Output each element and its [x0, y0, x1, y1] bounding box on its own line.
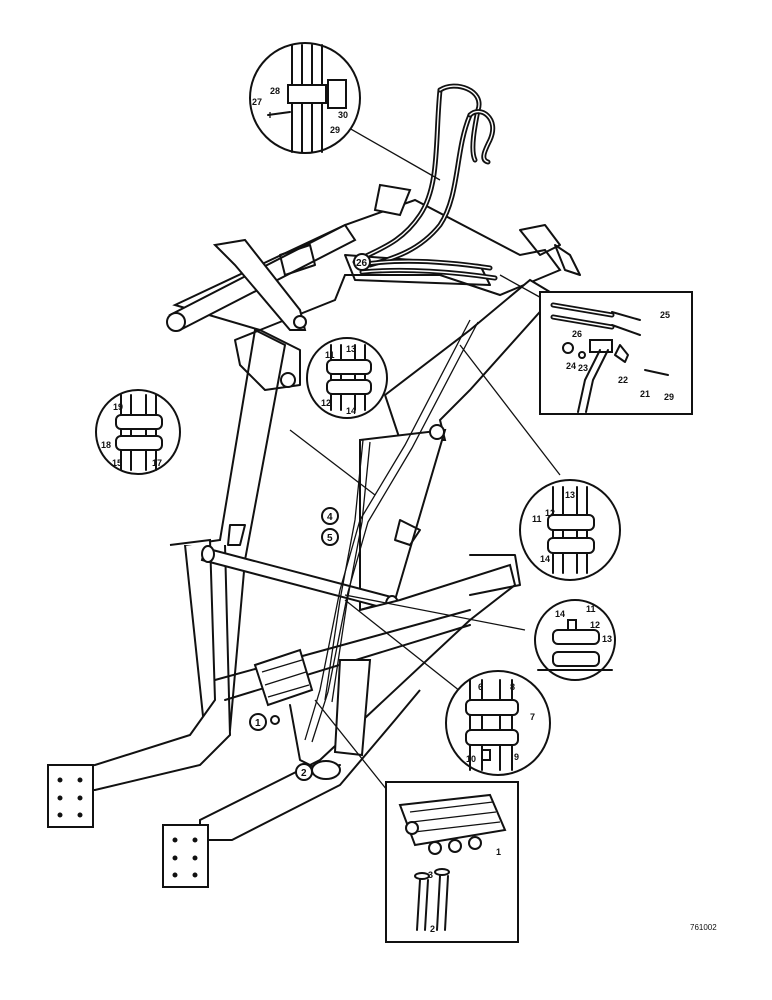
- tilt-cylinder: [333, 659, 372, 757]
- part-label-21: 21: [640, 389, 650, 399]
- part-label-26: 26: [356, 258, 368, 269]
- left-mount-bolts: [57, 777, 83, 818]
- callout-clamp-11-14-upper: 11 13 12 14: [306, 337, 388, 419]
- part-label-1-inset: 1: [496, 847, 501, 857]
- main-circled-labels: 26 4 5 1 2: [249, 253, 371, 781]
- tube-line-4: [304, 319, 471, 741]
- left-mount-plate: [47, 764, 94, 828]
- part-label-5: 5: [327, 533, 333, 544]
- inset-hose-fittings: 26 25 24 23 22 21 29: [539, 291, 693, 415]
- part-label-12-a: 12: [321, 398, 331, 408]
- tube-line-5: [311, 321, 479, 743]
- part-label-11-b: 11: [532, 514, 542, 524]
- part-label-23: 23: [578, 363, 588, 373]
- callout-clamp-11-14-lower: 14 11 12 13: [534, 599, 616, 681]
- lift-cylinder-end: [166, 312, 186, 332]
- part-label-27: 27: [252, 97, 262, 107]
- hydraulic-lines: [289, 83, 561, 801]
- figure-code: 761002: [690, 923, 717, 932]
- part-label-12-c: 12: [590, 620, 600, 630]
- part-label-25: 25: [660, 310, 670, 320]
- right-mount-bolts: [172, 837, 198, 878]
- part-label-2: 2: [301, 768, 307, 779]
- leader-valve-circle: [344, 599, 466, 696]
- part-label-28: 28: [270, 86, 280, 96]
- callout-clamp-top: 28 27 30 29: [249, 42, 361, 154]
- leader-right-circle: [459, 344, 561, 476]
- part-label-11-a: 11: [325, 350, 335, 360]
- leader-lower-right: [344, 594, 526, 631]
- part-label-29: 29: [664, 392, 674, 402]
- right-arm-upper: [383, 278, 557, 441]
- callout-clamp-11-14-right: 11 12 13 14: [519, 479, 621, 581]
- right-mount-plate: [162, 824, 209, 888]
- part-label-10: 10: [466, 754, 476, 764]
- part-label-12-b: 12: [545, 508, 555, 518]
- part-label-13-b: 13: [565, 490, 575, 500]
- part-label-18: 18: [101, 440, 111, 450]
- left-arm-pivot-pin: [280, 372, 296, 388]
- part-label-9: 9: [514, 752, 519, 762]
- part-label-14-b: 14: [540, 554, 550, 564]
- tube-line-7: [331, 441, 371, 703]
- leader-valve-box: [314, 699, 396, 801]
- left-cylinder-clamp: [227, 524, 246, 546]
- part-label-19: 19: [113, 402, 123, 412]
- part-label-11-c: 11: [586, 604, 596, 614]
- right-cylinder-clamp: [394, 519, 421, 546]
- right-hook: [554, 244, 581, 276]
- lift-bracket-pin: [293, 315, 307, 329]
- right-arm-lower: [359, 428, 447, 612]
- part-label-17: 17: [152, 458, 162, 468]
- loader-frame: [47, 183, 581, 888]
- part-label-30: 30: [338, 110, 348, 120]
- part-label-24: 24: [566, 361, 576, 371]
- leader-hose-box: [499, 274, 546, 301]
- part-label-13-c: 13: [602, 634, 612, 644]
- control-valve-assembly: [253, 648, 341, 780]
- part-label-7: 7: [530, 712, 535, 722]
- part-label-3: 3: [428, 870, 433, 880]
- cylinder-clamp: [279, 244, 316, 276]
- tube-line-6: [324, 439, 364, 701]
- part-label-15: 15: [112, 458, 122, 468]
- part-label-22: 22: [618, 375, 628, 385]
- cylinder-rod-end: [373, 183, 412, 217]
- callout-clamp-15-19: 19 18 15 17: [95, 389, 181, 475]
- part-label-1: 1: [255, 718, 261, 729]
- cross-tube-end-left: [201, 545, 215, 563]
- part-label-8: 8: [510, 682, 515, 692]
- part-label-2-inset: 2: [430, 924, 435, 934]
- part-label-4: 4: [327, 512, 333, 523]
- part-label-13-a: 13: [346, 344, 356, 354]
- leader-left-circle: [289, 429, 376, 496]
- part-label-26-inset: 26: [572, 329, 582, 339]
- part-label-14-c: 14: [555, 609, 565, 619]
- right-rod-end: [519, 224, 561, 256]
- part-label-14-a: 14: [346, 406, 356, 416]
- callout-clamp-6-10: 6 8 7 10 9: [445, 670, 551, 776]
- right-leg: [199, 563, 517, 841]
- part-label-6: 6: [478, 682, 483, 692]
- part-label-29-top: 29: [330, 125, 340, 135]
- inset-control-valve: 1 3 2: [385, 781, 519, 943]
- right-leg-bracket: [469, 554, 521, 596]
- right-arm-pivot-pin: [429, 424, 445, 440]
- lift-bracket: [212, 238, 307, 331]
